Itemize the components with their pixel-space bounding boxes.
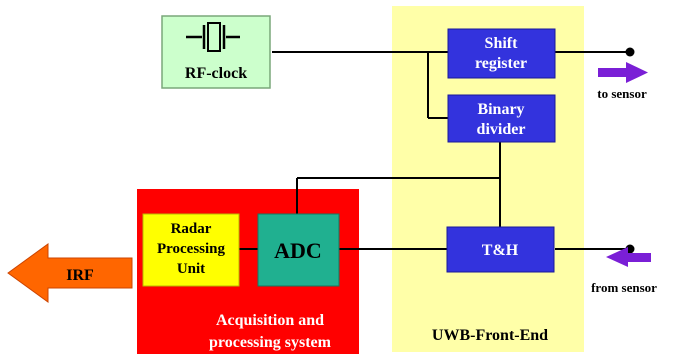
track-hold-block xyxy=(446,226,555,273)
shift-register-block xyxy=(447,28,556,79)
shift-register-label-line2: register xyxy=(475,55,527,72)
adc-label: ADC xyxy=(274,238,322,263)
track-hold-label: T&H xyxy=(482,242,519,259)
irf-label: IRF xyxy=(66,267,94,284)
wires xyxy=(239,51,628,250)
binary-divider-label-line2: divider xyxy=(477,121,526,138)
radar-processing-label-line1: Radar xyxy=(171,221,212,237)
rf-clock-label: RF-clock xyxy=(185,65,247,82)
to-sensor-label: to sensor xyxy=(597,86,647,101)
irf-arrow xyxy=(7,243,133,303)
radar-processing-label-line2: Processing xyxy=(157,241,226,257)
radar-processing-label-line3: Unit xyxy=(177,261,205,277)
to-sensor-terminal xyxy=(625,47,635,57)
adc-block xyxy=(257,213,340,287)
binary-divider-label-line1: Binary xyxy=(477,101,524,118)
crystal-icon xyxy=(186,22,240,52)
from-sensor-arrow-icon xyxy=(606,247,651,267)
acquisition-system-label-line1: Acquisition and xyxy=(216,312,324,329)
to-sensor-arrow-icon xyxy=(598,62,648,83)
acquisition-system-label-line2: processing system xyxy=(209,334,332,351)
uwb-front-end-label: UWB-Front-End xyxy=(432,327,548,344)
from-sensor-label: from sensor xyxy=(591,280,657,295)
rf-clock-block xyxy=(161,15,271,89)
shift-register-label-line1: Shift xyxy=(485,35,519,52)
radar-processing-block xyxy=(142,213,240,287)
binary-divider-block xyxy=(447,94,556,143)
